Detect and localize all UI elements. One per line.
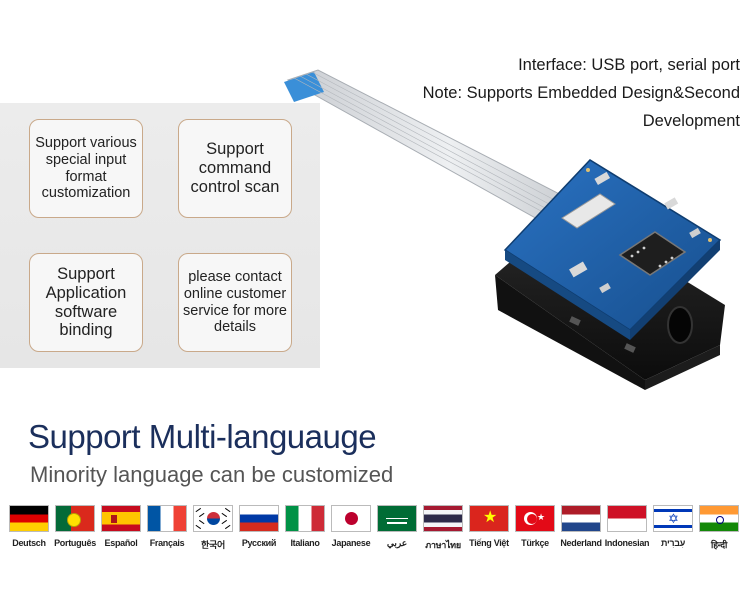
japan-flag-icon — [331, 505, 371, 532]
language-label: Español — [104, 538, 138, 548]
language-item: Italiano — [284, 505, 326, 548]
language-label: Indonesian — [604, 538, 650, 548]
saudi-arabia-flag-icon — [377, 505, 417, 532]
feature-box-contact: please contact online customer service f… — [178, 253, 292, 352]
south-korea-flag-icon — [193, 505, 233, 532]
language-label: Français — [149, 538, 185, 548]
language-item: ✡ עִברִית — [652, 505, 694, 548]
language-item: Español — [100, 505, 142, 548]
italy-flag-icon — [285, 505, 325, 532]
language-label: हिन्दी — [710, 540, 728, 550]
language-item: ★ Türkçe — [514, 505, 556, 548]
feature-text: please contact online customer service f… — [183, 269, 287, 336]
language-label: Deutsch — [12, 538, 46, 548]
feature-text: Support various special input format cus… — [35, 135, 137, 202]
language-item: Русский — [238, 505, 280, 548]
language-label: Japanese — [331, 538, 371, 548]
thailand-flag-icon — [423, 505, 463, 532]
india-flag-icon — [699, 505, 739, 532]
note-spec-line2: Development — [642, 112, 740, 130]
language-item: Português — [54, 505, 96, 548]
feature-box-input-format: Support various special input format cus… — [29, 119, 143, 218]
language-label: عربي — [386, 538, 408, 548]
language-item: ★ Tiếng Việt — [468, 505, 510, 548]
language-item: عربي — [376, 505, 418, 549]
scanner-module-image — [284, 69, 725, 390]
feature-text: Support Application software binding — [45, 264, 127, 340]
spain-flag-icon — [101, 505, 141, 532]
language-label: Português — [54, 538, 96, 548]
language-label: Nederland — [560, 538, 602, 548]
language-item: 한국어 — [192, 505, 234, 551]
language-item: ภาษาไทย — [422, 505, 464, 552]
language-label: ภาษาไทย — [425, 540, 461, 550]
feature-box-command-scan: Support command control scan — [178, 119, 292, 218]
note-spec-line1: Note: Supports Embedded Design&Second — [422, 84, 740, 102]
france-flag-icon — [147, 505, 187, 532]
germany-flag-icon — [9, 505, 49, 532]
language-label: עִברִית — [660, 538, 685, 548]
portugal-flag-icon — [55, 505, 95, 532]
israel-flag-icon: ✡ — [653, 505, 693, 532]
language-item: Deutsch — [8, 505, 50, 548]
language-label: Türkçe — [521, 538, 549, 548]
russia-flag-icon — [239, 505, 279, 532]
language-label: 한국어 — [201, 540, 225, 550]
language-label: Tiếng Việt — [469, 538, 509, 548]
language-item: Japanese — [330, 505, 372, 548]
netherlands-flag-icon — [561, 505, 601, 532]
feature-text: Support command control scan — [190, 140, 280, 196]
language-label: Italiano — [290, 538, 320, 548]
language-item: हिन्दी — [698, 505, 740, 551]
language-flags-row: Deutsch Português Español Français 한국어 Р… — [8, 505, 748, 555]
language-item: Français — [146, 505, 188, 548]
language-label: Русский — [241, 538, 277, 548]
headline: Support Multi-languauge — [28, 418, 377, 455]
turkey-flag-icon: ★ — [515, 505, 555, 532]
language-item: Indonesian — [605, 505, 650, 548]
interface-spec: Interface: USB port, serial port — [518, 56, 740, 74]
vietnam-flag-icon: ★ — [469, 505, 509, 532]
feature-box-app-binding: Support Application software binding — [29, 253, 143, 352]
subheadline: Minority language can be customized — [30, 462, 394, 487]
indonesia-flag-icon — [607, 505, 647, 532]
language-item: Nederland — [560, 505, 602, 548]
